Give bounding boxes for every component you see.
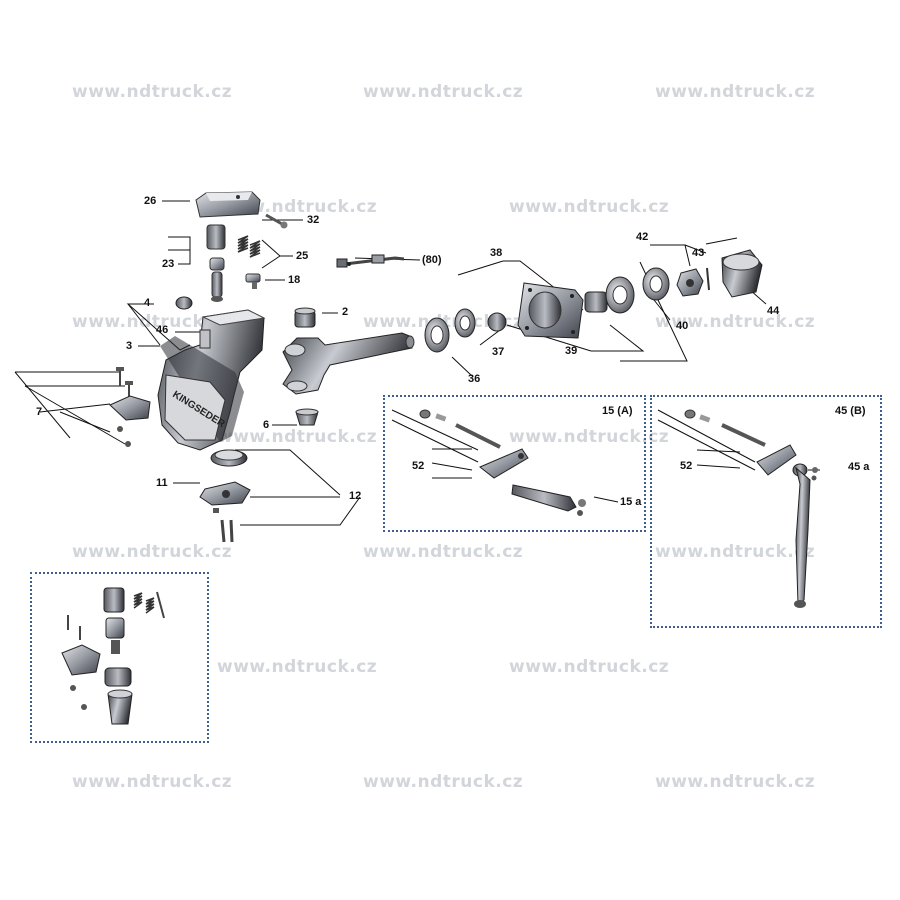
callout-42: 42 [636,231,649,243]
watermark: www.ndtruck.cz [363,772,524,792]
inset-a-parts [391,409,619,516]
inset-b-callout-45a: 45 a [848,461,870,473]
inset-b-callout-52: 52 [680,460,693,472]
callout-36: 36 [468,373,481,385]
callout-32: 32 [307,214,320,226]
watermark: www.ndtruck.cz [72,82,233,102]
watermark: www.ndtruck.cz [72,542,233,562]
callout-4: 4 [144,297,151,309]
inset-frame-15a [383,395,646,532]
callout-40: 40 [676,320,689,332]
alt-assembly-parts [61,587,165,725]
inset-frame-45b [650,395,882,628]
watermark: www.ndtruck.cz [72,772,233,792]
callout-18: 18 [288,274,301,286]
knuckle-body: KINGSEDER [157,309,266,451]
callout-43: 43 [692,247,705,259]
inset-b-title: 45 (B) [835,405,866,417]
callout-25: 25 [296,250,309,262]
callout-26: 26 [144,195,157,207]
callout-80: (80) [422,254,442,266]
flange-housing [517,282,584,339]
callout-6: 6 [263,419,270,431]
callout-38: 38 [490,247,503,259]
inset-b-parts [657,409,820,608]
inset-a-title: 15 (A) [602,405,633,417]
callout-11: 11 [156,477,168,489]
watermark: www.ndtruck.cz [217,427,378,447]
watermark: www.ndtruck.cz [363,82,524,102]
inset-a-callout-15a: 15 a [620,496,642,508]
watermark: www.ndtruck.cz [363,542,524,562]
watermark: www.ndtruck.cz [509,427,670,447]
callout-44: 44 [767,305,780,317]
callout-12: 12 [349,490,362,502]
callout-37: 37 [492,346,505,358]
watermark: www.ndtruck.cz [655,82,816,102]
part-26-cover [195,191,261,218]
callout-3: 3 [126,340,133,352]
callout-46: 46 [156,324,169,336]
callout-39: 39 [565,345,578,357]
callout-7: 7 [36,406,43,418]
watermark: www.ndtruck.cz [655,542,816,562]
watermark: www.ndtruck.cz [655,772,816,792]
watermark: www.ndtruck.cz [72,312,233,332]
callout-2: 2 [342,306,349,318]
watermark: www.ndtruck.cz [217,657,378,677]
watermark: www.ndtruck.cz [655,312,816,332]
inset-frame-alt-assembly [30,572,209,743]
watermark: www.ndtruck.cz [509,197,670,217]
inset-a-callout-52: 52 [412,460,425,472]
axle-arm [282,332,415,395]
callout-23: 23 [162,258,175,270]
watermark: www.ndtruck.cz [509,657,670,677]
